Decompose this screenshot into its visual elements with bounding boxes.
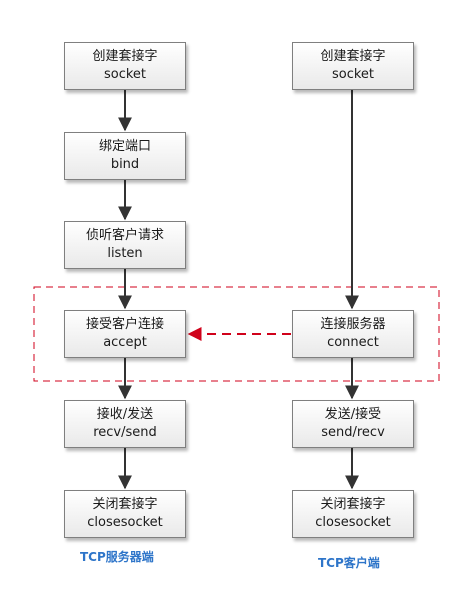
server-step-accept-cn: 接受客户连接 <box>85 317 164 332</box>
connection-region <box>33 286 440 382</box>
server-step-closesocket-en: closesocket <box>87 515 163 530</box>
server-step-listen-en: listen <box>107 246 143 261</box>
client-step-connect-en: connect <box>327 335 379 350</box>
server-step-recvsend-cn: 接收/发送 <box>96 407 154 422</box>
server-step-socket: 创建套接字 socket <box>64 42 186 90</box>
server-step-accept: 接受客户连接 accept <box>64 310 186 358</box>
server-step-recvsend-en: recv/send <box>93 425 157 440</box>
client-step-socket: 创建套接字 socket <box>292 42 414 90</box>
server-step-bind-en: bind <box>110 157 140 172</box>
server-caption: TCP服务器端 <box>80 550 154 564</box>
client-step-closesocket-en: closesocket <box>315 515 391 530</box>
server-step-bind: 绑定端口 bind <box>64 132 186 180</box>
client-step-socket-en: socket <box>331 67 375 82</box>
server-step-bind-cn: 绑定端口 <box>98 139 151 154</box>
server-step-closesocket-cn: 关闭套接字 <box>92 497 158 512</box>
client-step-connect: 连接服务器 connect <box>292 310 414 358</box>
client-step-sendrecv-cn: 发送/接受 <box>324 407 382 422</box>
server-step-listen: 侦听客户请求 listen <box>64 221 186 269</box>
client-step-closesocket-cn: 关闭套接字 <box>320 497 386 512</box>
server-step-listen-cn: 侦听客户请求 <box>85 228 164 243</box>
server-step-socket-en: socket <box>103 67 147 82</box>
client-caption: TCP客户端 <box>318 556 380 570</box>
client-step-sendrecv: 发送/接受 send/recv <box>292 400 414 448</box>
client-step-closesocket: 关闭套接字 closesocket <box>292 490 414 538</box>
server-step-socket-cn: 创建套接字 <box>92 49 158 64</box>
server-step-accept-en: accept <box>103 335 147 350</box>
client-step-socket-cn: 创建套接字 <box>320 49 386 64</box>
server-step-recvsend: 接收/发送 recv/send <box>64 400 186 448</box>
client-step-sendrecv-en: send/recv <box>321 425 385 440</box>
server-step-closesocket: 关闭套接字 closesocket <box>64 490 186 538</box>
client-step-connect-cn: 连接服务器 <box>320 317 386 332</box>
